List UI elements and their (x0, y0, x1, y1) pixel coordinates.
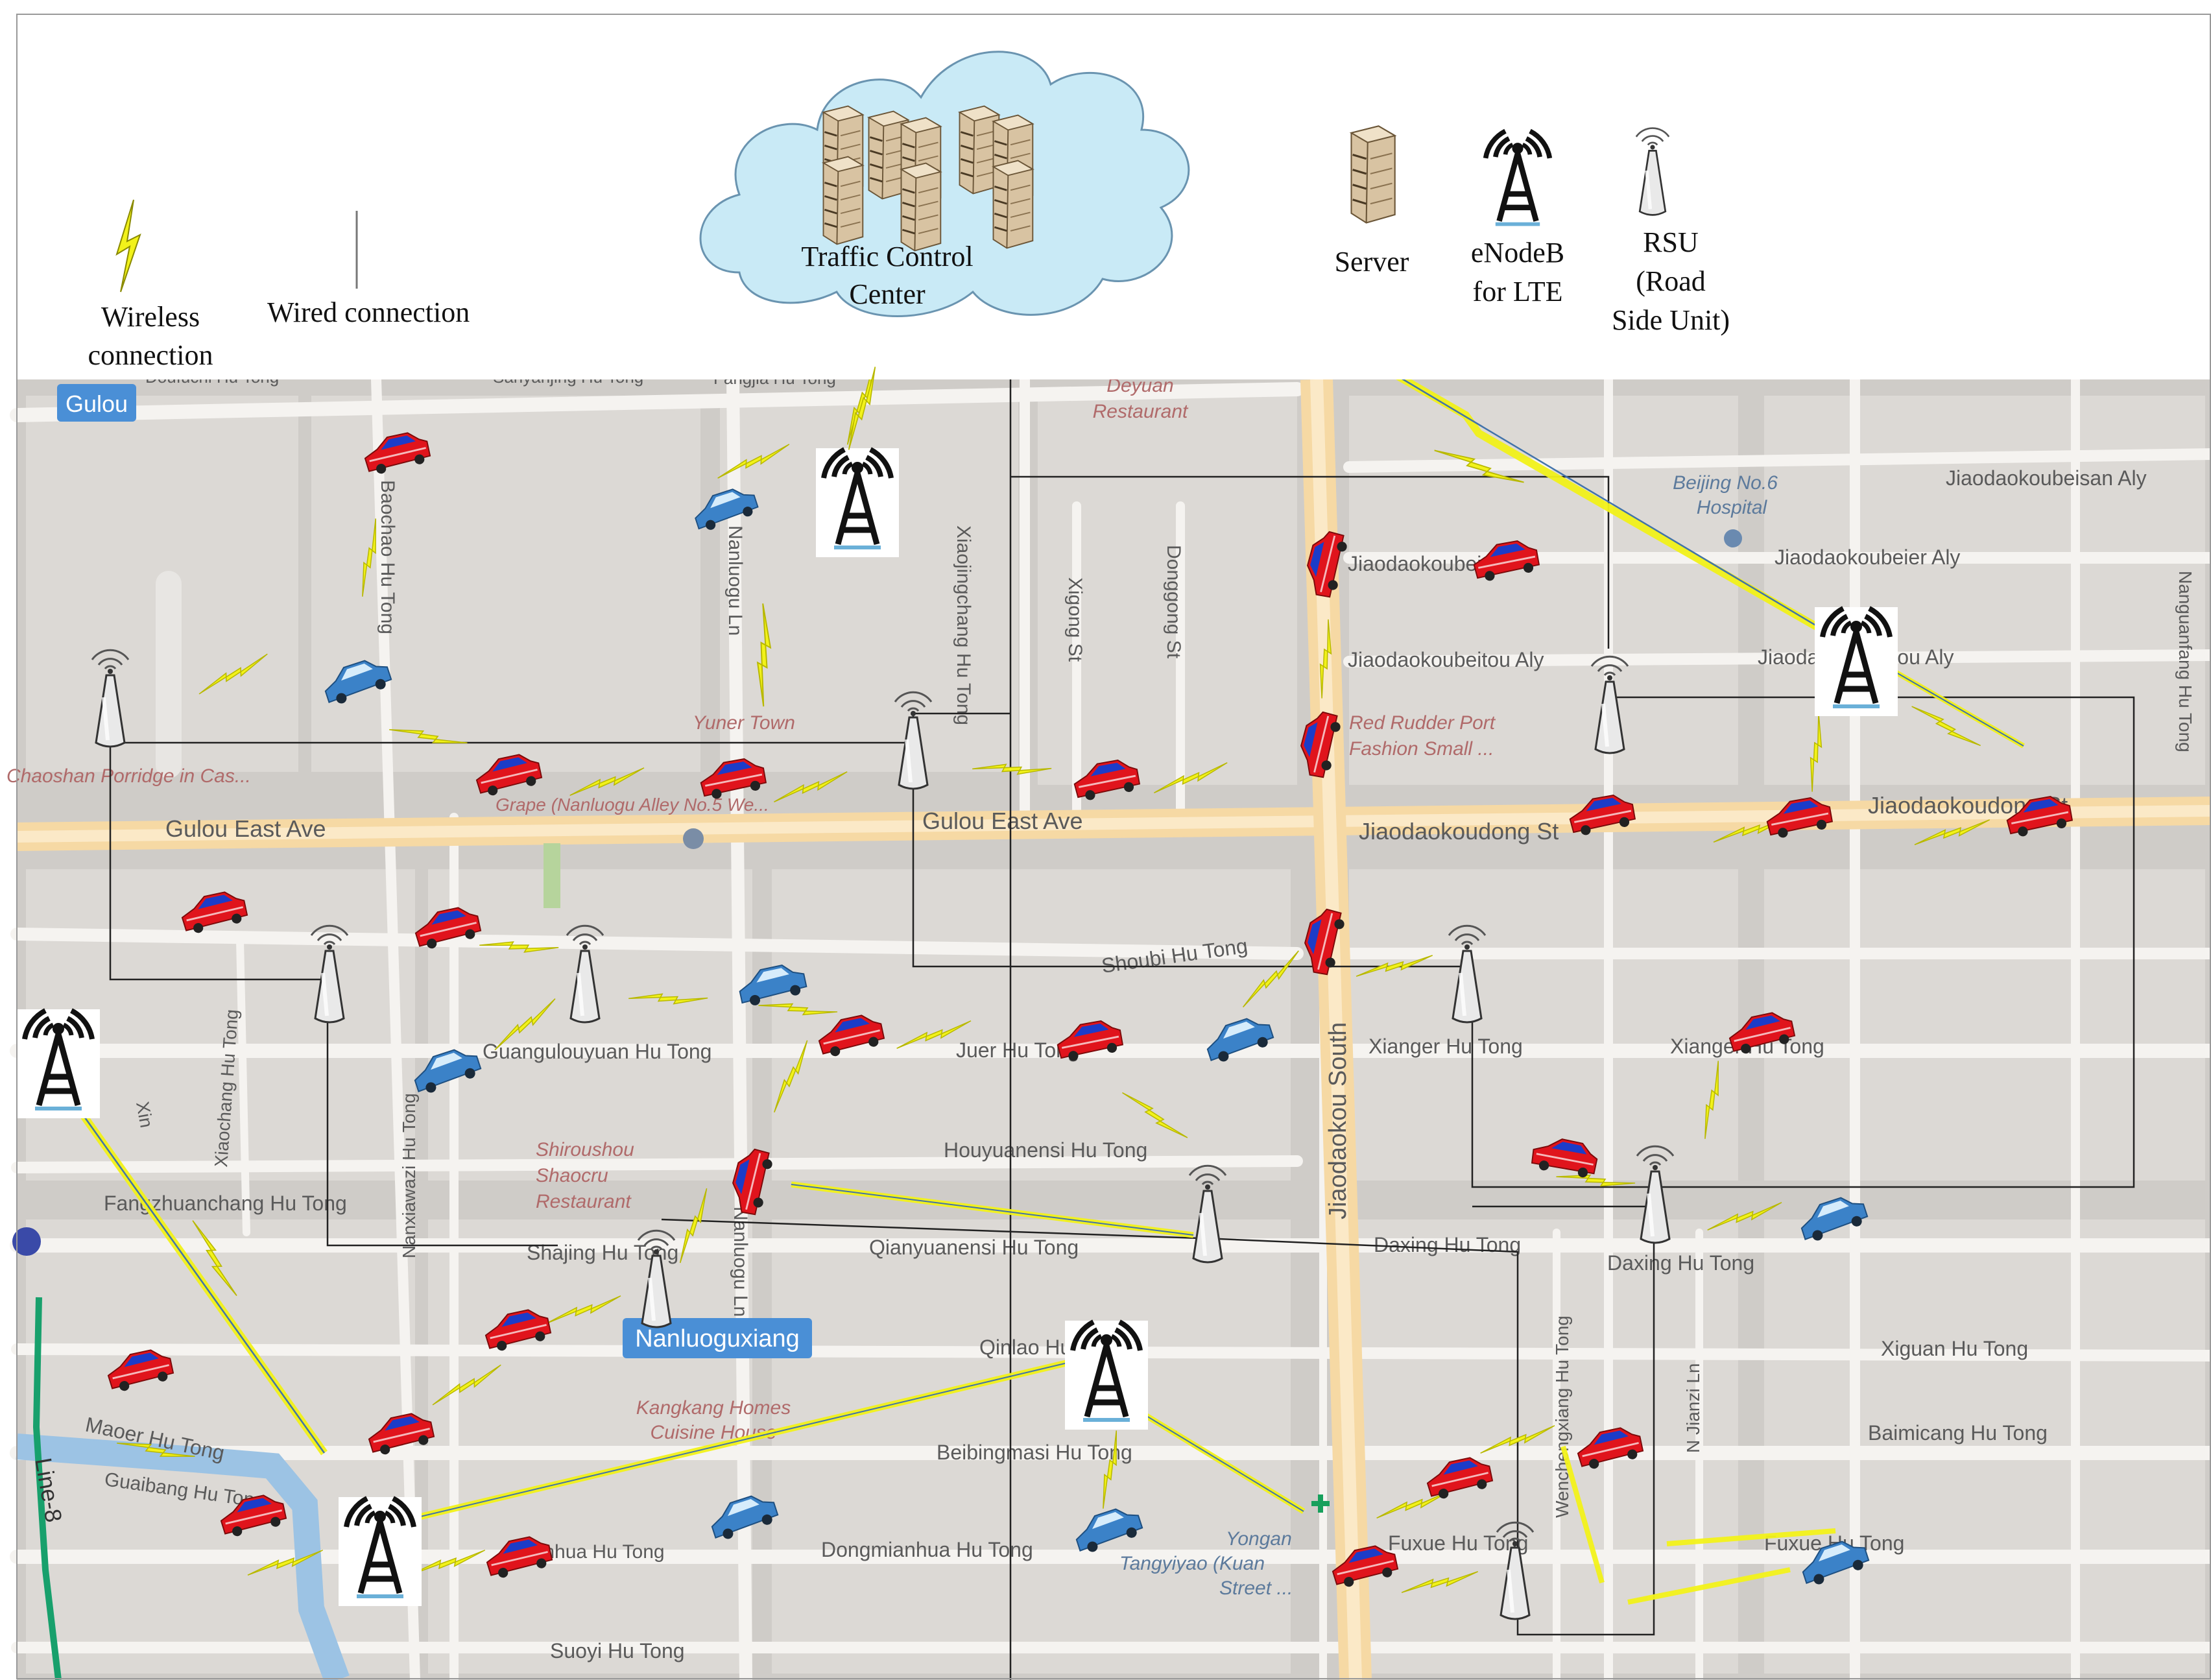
street-label: Daxing Hu Tong (1374, 1233, 1521, 1256)
poi-label-line: Red Rudder Port (1349, 712, 1496, 734)
street-label: Xianger Hu Tong (1368, 1035, 1523, 1058)
traffic-control-cloud: Traffic Control Center (699, 51, 1190, 317)
street-label: Xiaojingchang Hu Tong (953, 525, 974, 725)
street-label: Suoyi Hu Tong (550, 1639, 685, 1662)
map: Gulou Nanluoguxiang Gulou East Ave Gulou… (6, 367, 2211, 1680)
street-label: Nanguanfang Hu Tong (2175, 571, 2195, 752)
street-label: Wenchengxiang Hu Tong (1552, 1315, 1572, 1518)
server-icon (822, 156, 864, 245)
legend-enodeb-label: eNodeB (1471, 237, 1564, 269)
poi-label-line: Restaurant (536, 1191, 632, 1212)
gulou-badge-text: Gulou (66, 390, 128, 417)
poi-label-line: Beijing No.6 (1673, 472, 1778, 494)
street-label: Jiaodaokou South (1324, 1022, 1352, 1219)
street-label: Donggong St (1163, 545, 1184, 659)
street-label: Baochao Hu Tong (377, 480, 398, 634)
street-label: Houyuanensi Hu Tong (944, 1138, 1147, 1162)
street-label: Jiaodaokoudong St (1359, 818, 1559, 845)
hospital-marker-icon (1724, 529, 1742, 547)
enodeb-tower-icon (816, 448, 899, 557)
street-label: Xin (132, 1100, 157, 1129)
metro-station-icon (12, 1227, 41, 1256)
poi-label: Chaoshan Porridge in Cas... (6, 765, 251, 787)
legend-wireless-icon (115, 199, 141, 293)
river (16, 1434, 350, 1680)
park-strip (544, 843, 560, 908)
street-label: Jiaodaokoubeisan Aly (1946, 466, 2147, 490)
figure-border (16, 14, 2211, 1679)
legend-wireless-label: Wireless (101, 301, 200, 333)
poi-label-line: Restaurant (1093, 401, 1189, 422)
street-label: Jiaodaokoubeier Aly (1775, 546, 1960, 569)
street-label: Guangulouyuan Hu Tong (483, 1040, 711, 1063)
legend-rsu-label: Side Unit) (1612, 304, 1730, 336)
bus-stop-icon (683, 828, 704, 849)
street-label: N Jianzi Ln (1683, 1363, 1703, 1453)
cloud-label-line: Center (849, 278, 926, 310)
street-label: Gulou East Ave (922, 808, 1083, 834)
street-label: Xiguan Hu Tong (1881, 1337, 2028, 1360)
street-label: Jiaodaokoubei (1348, 552, 1481, 575)
wired-connections (109, 305, 2135, 1680)
nanluoguxiang-badge (623, 1318, 812, 1358)
poi-label: Yongan (1226, 1528, 1292, 1550)
legend-rsu-label: (Road (1636, 265, 1706, 297)
poi-label: Grape (Nanluogu Alley No.5 We... (496, 795, 769, 815)
legend-rsu-label: RSU (1643, 226, 1699, 258)
street-label: Nanluogu Ln (724, 525, 746, 636)
poi-label-line: Fashion Small ... (1349, 738, 1494, 760)
enodeb-tower-icon (1815, 607, 1898, 716)
poi-label-line: Street ... (1219, 1578, 1293, 1599)
poi-label-line: Shiroushou (536, 1139, 634, 1160)
poi-label-line: Hospital (1697, 497, 1768, 518)
street-label: Beibingmasi Hu Tong (937, 1441, 1132, 1464)
yongan-plus-icon (1311, 1494, 1330, 1513)
street-label: Baimicang Hu Tong (1868, 1421, 2048, 1445)
street-label: Jiaodaokoubeitou Aly (1348, 648, 1544, 671)
metro-line-8 (32, 1297, 62, 1680)
street-label: Qianyuanensi Hu Tong (869, 1236, 1079, 1259)
street-label: Nanluogu Ln (730, 1206, 751, 1317)
legend-server-icon (1350, 125, 1396, 224)
street-label: Xigong St (1064, 577, 1086, 662)
street-label: Fuxue Hu Tong (1388, 1531, 1528, 1555)
cloud-label-line: Traffic Control (801, 241, 973, 272)
street-label: Nanxiawazi Hu Tong (399, 1093, 419, 1258)
poi-label-line: Kangkang Homes (636, 1397, 791, 1419)
street-label: Daxing Hu Tong (1607, 1251, 1754, 1275)
legend-enodeb-label: for LTE (1473, 276, 1563, 307)
poi-label: Yuner Town (693, 712, 795, 734)
gulou-badge (57, 384, 136, 422)
server-icon (900, 162, 942, 252)
poi-labels: Deyuan Restaurant Beijing No.6 Hospital … (6, 375, 1778, 1599)
enodeb-tower-icon (17, 1009, 100, 1118)
legend-server-label: Server (1335, 246, 1409, 278)
enodeb-tower-icon (1065, 1321, 1148, 1430)
street-label: Dongmianhua Hu Tong (821, 1538, 1033, 1561)
server-icon (992, 160, 1034, 249)
legend: Wireless connection Wired connection Ser… (88, 125, 1730, 371)
poi-label-line: Shaocru (536, 1165, 608, 1186)
nanluoguxiang-badge-text: Nanluoguxiang (635, 1325, 800, 1352)
legend-wired-label: Wired connection (267, 296, 470, 328)
legend-wireless-label: connection (88, 339, 213, 371)
legend-enodeb-icon (1478, 130, 1557, 234)
poi-label-line: Tangyiyao (Kuan (1119, 1553, 1265, 1574)
enodeb-tower-icon (339, 1497, 422, 1606)
street-label: Gulou East Ave (165, 815, 326, 842)
poi-label-line: Cuisine House (650, 1422, 776, 1443)
